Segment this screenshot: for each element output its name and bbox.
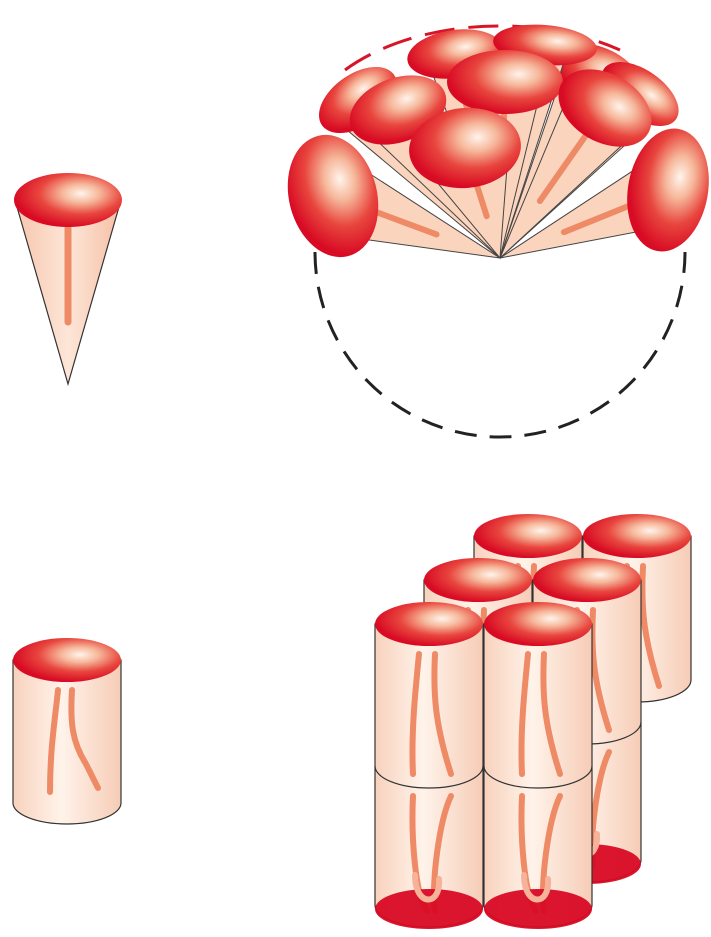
cone-hemisphere: [275, 21, 711, 437]
hemisphere-outline: [315, 252, 685, 437]
column-cap: [474, 514, 582, 558]
column-body: [484, 624, 592, 927]
column-cap: [424, 558, 532, 602]
column-base: [375, 889, 483, 929]
column-front-right: [484, 602, 592, 929]
column-base: [484, 889, 592, 929]
fan-cone-cap: [447, 50, 563, 114]
cone-cap: [14, 173, 122, 227]
single-cylinder: [13, 638, 121, 824]
single-cone: [14, 173, 122, 384]
cylinder-stack: [375, 514, 691, 929]
cone-fan: [275, 21, 711, 267]
cylinder-cap: [13, 638, 121, 682]
cylinder-body: [13, 660, 121, 824]
column-cap: [375, 602, 483, 646]
column-cap: [583, 514, 691, 558]
column-cap: [484, 602, 592, 646]
column-body: [375, 624, 483, 927]
column-cap: [533, 558, 641, 602]
column-front-left: [375, 602, 483, 929]
